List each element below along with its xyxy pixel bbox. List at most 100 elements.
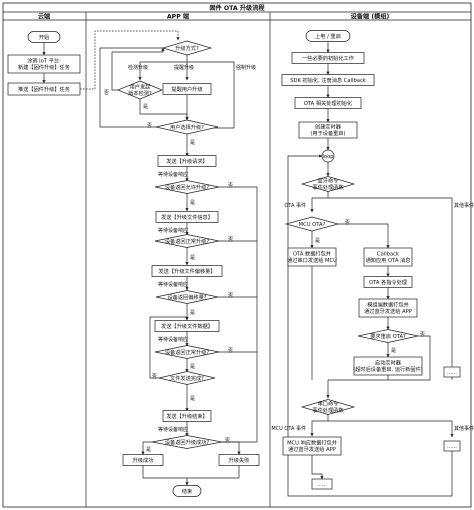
- app-success-q: [151, 435, 223, 449]
- e-d21: [311, 455, 324, 480]
- lbl-done-yes: 是: [190, 396, 195, 402]
- e-d22: [287, 154, 453, 497]
- dev-other-ellipsis-text: ......: [447, 370, 457, 376]
- app-offset-ok: [155, 290, 219, 304]
- app-user-trigger-text: 用户发起版本检测?: [128, 83, 152, 97]
- lbl-done-no: 否: [152, 374, 157, 380]
- dev-loop: [321, 149, 335, 163]
- dev-mcu-ota-text: MCU OTA?: [299, 222, 326, 228]
- app-user-trigger: [117, 80, 163, 100]
- app-file-done: [158, 371, 216, 385]
- app-user-choose: [155, 119, 219, 135]
- dev-sdk-init-text: SDK 初始化, 注册消息 Callback: [290, 76, 366, 84]
- lane-title-app: APP 端: [167, 12, 190, 20]
- lbl-normal1-yes: 是: [190, 255, 195, 261]
- dev-mcu-reply-text: MCU 响应数据打包并通过蓝牙发送给 APP: [287, 439, 337, 453]
- app-user-choose-text: 用户选择升级?: [170, 123, 204, 131]
- lbl-done2-no: 否: [420, 332, 425, 338]
- lbl-trig-yes: 是: [143, 104, 148, 110]
- app-send-offset: [151, 265, 223, 277]
- app-remind-user-text: 提醒用户升级: [171, 85, 202, 93]
- lbl-allow-yes: 是: [190, 200, 195, 206]
- dev-callback: [363, 247, 413, 267]
- app-end: [172, 485, 202, 497]
- e-a20: [141, 441, 152, 455]
- lbl-normal2-yes: 是: [190, 364, 195, 370]
- app-allow-upgrade-text: 设备返回允许升级?: [165, 183, 210, 191]
- app-send-data: [154, 320, 220, 332]
- e-a4: [111, 47, 165, 91]
- app-send-data-text: 发送【升级文件数据】: [161, 322, 213, 330]
- dev-mcu-ota: [284, 216, 340, 232]
- app-upgrade-ok-text: 升级成功: [133, 456, 154, 464]
- e-d19: [310, 414, 329, 437]
- lbl-force: 强制升级: [236, 64, 256, 71]
- app-file-done-text: 文件发送完成?: [170, 374, 204, 382]
- app-send-offset-text: 发送【升级文件偏移量】: [158, 267, 215, 275]
- lbl-choose-no: 否: [147, 123, 152, 129]
- app-send-file-info-text: 发送【升级文件信息】: [161, 213, 213, 221]
- dev-start-timer: [353, 356, 423, 376]
- app-normal2-text: 设备返回正常升级?: [165, 348, 210, 356]
- app-upgrade-ok: [122, 454, 164, 466]
- dev-bt-event-text: 蓝牙命令事件处理函数: [312, 177, 344, 191]
- dev-ellipsis-box: [311, 478, 333, 490]
- app-upgrade-mode: [161, 40, 213, 56]
- e-d8: [328, 197, 453, 380]
- lbl-ota-event: OTA 事件: [284, 202, 306, 209]
- dev-ota-done: [357, 329, 419, 343]
- app-send-request-text: 发送【升级请求】: [166, 157, 208, 165]
- lbl-success-no: 否: [225, 438, 230, 444]
- dev-power-on: [305, 30, 351, 42]
- cloud-start-text: 开始: [39, 33, 50, 41]
- cloud-push-task-text: 推送【固件升级】任务: [18, 85, 70, 93]
- app-normal2: [154, 345, 220, 359]
- lbl-success-yes: 是: [146, 447, 151, 453]
- app-send-end-text: 发送【升级结束】: [166, 412, 208, 420]
- dev-ota-done-text: 要求重启 OTA?: [370, 332, 406, 340]
- e-d20: [328, 420, 454, 438]
- lbl-mcu-yes: 是: [315, 238, 320, 244]
- lbl-check: 检测升级: [128, 64, 148, 71]
- e-a27: [187, 465, 240, 479]
- dev-uart-event-text: 串口命令事件处理函数: [312, 400, 344, 414]
- lbl-wait3: 等待设备响应: [158, 281, 188, 288]
- dev-power-on-text: 上电 / 重启: [315, 32, 341, 40]
- dev-sdk-init: [281, 74, 375, 86]
- dev-mcu-reply: [282, 436, 342, 456]
- dev-uart-event: [300, 399, 356, 415]
- diagram-title: 固件 OTA 升级流程: [209, 4, 265, 12]
- lbl-wait4: 等待设备响应: [158, 336, 188, 343]
- app-success-q-text: 设备返回升级成功?: [165, 438, 210, 446]
- e-d15: [328, 335, 431, 381]
- e-a7: [99, 47, 163, 128]
- dev-ota-init: [294, 97, 362, 109]
- dev-init-work: [291, 52, 365, 64]
- cloud-start: [27, 31, 61, 43]
- app-allow-upgrade: [154, 180, 220, 194]
- dev-loop-text: loop: [322, 154, 334, 160]
- lbl-mcu-no: 否: [345, 220, 350, 226]
- app-send-file-info: [155, 211, 219, 223]
- lbl-remind: 提醒升级: [174, 64, 194, 71]
- dev-forward-mcu: [287, 247, 337, 267]
- lbl-mcu-ota-event: MCU OTA 事件: [271, 425, 306, 432]
- lbl-wait1: 等待设备响应: [158, 171, 188, 178]
- dev-ota-cmd-text: OTA 各指令处理: [369, 278, 408, 286]
- lane-title-device: 设备端 (模组): [351, 12, 390, 20]
- cloud-create-task-text: 涂鸦 IoT 平台:新建【固件升级】任务: [18, 57, 70, 71]
- app-normal1: [154, 234, 220, 248]
- lane-title-cloud: 云端: [38, 12, 51, 20]
- app-upgrade-fail: [218, 454, 260, 466]
- dev-ellipsis-box-text: ......: [317, 482, 327, 488]
- app-end-text: 结束: [182, 487, 192, 495]
- app-send-end: [162, 410, 212, 422]
- app-upgrade-mode-text: 升级方式?: [175, 44, 199, 52]
- app-upgrade-fail-text: 升级失败: [229, 456, 250, 464]
- dev-other-ellipsis2-text: ......: [447, 444, 457, 450]
- lbl-normal2-no: 否: [228, 348, 233, 354]
- dev-other-ellipsis2: [443, 440, 461, 452]
- dev-other-ellipsis: [443, 366, 461, 378]
- e-a17: [149, 316, 189, 379]
